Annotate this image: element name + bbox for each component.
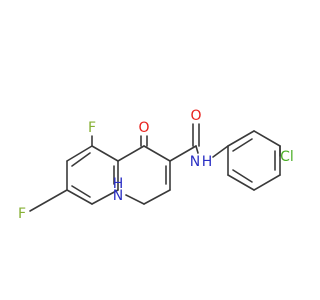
- amide-hydrogen-label: H: [202, 154, 213, 170]
- bond-inner-p1-p2: [232, 138, 253, 152]
- bond-c4a-c4: [117, 145, 145, 162]
- bond-c8-c7: [66, 189, 93, 205]
- fluorine-label: F: [88, 120, 96, 136]
- bond-inner-c7-c8: [71, 185, 91, 198]
- bond-p4-p5: [253, 174, 281, 191]
- bond-inner-p6-p5: [232, 169, 253, 183]
- ring-hydrogen-label: H: [113, 176, 124, 192]
- bond-c4-c3: [143, 145, 171, 162]
- bond-inner-c6-c5: [71, 152, 91, 167]
- atom-chlorine: Cl: [280, 149, 294, 165]
- bond-layer: [29, 123, 281, 212]
- atom-amide-nh: N H: [190, 154, 213, 170]
- atom-fluorine-5: F: [88, 120, 96, 136]
- ring-nitrogen-label: N: [113, 188, 123, 204]
- bond-p5-p6: [227, 174, 255, 191]
- bond-c5-c4a: [91, 145, 119, 162]
- amide-nitrogen-label: N: [190, 154, 200, 170]
- bond-c2-n1: [143, 189, 171, 205]
- atom-fluorine-7: F: [18, 206, 26, 222]
- bond-c8a-c8: [91, 189, 119, 205]
- bond-c3-amide: [169, 145, 197, 162]
- bond-n-phenyl: [212, 145, 229, 158]
- atom-oxygen: O: [138, 120, 149, 136]
- fluorine-label: F: [18, 206, 26, 222]
- bond-p2-p3: [253, 130, 281, 147]
- bond-c6-c5: [66, 145, 93, 162]
- chlorine-label: Cl: [280, 149, 294, 165]
- bond-n1-c8a: [125, 194, 145, 205]
- oxygen-label: O: [138, 120, 149, 136]
- atom-ring-nh: H N: [113, 176, 124, 204]
- bond-amide-n: [195, 145, 199, 154]
- amide-oxygen-label: O: [190, 108, 201, 124]
- molecule-structure-diagram: F F O N H Cl H N O: [18, 108, 294, 222]
- bond-p1-p2: [227, 130, 255, 147]
- bond-c7-f: [29, 189, 68, 212]
